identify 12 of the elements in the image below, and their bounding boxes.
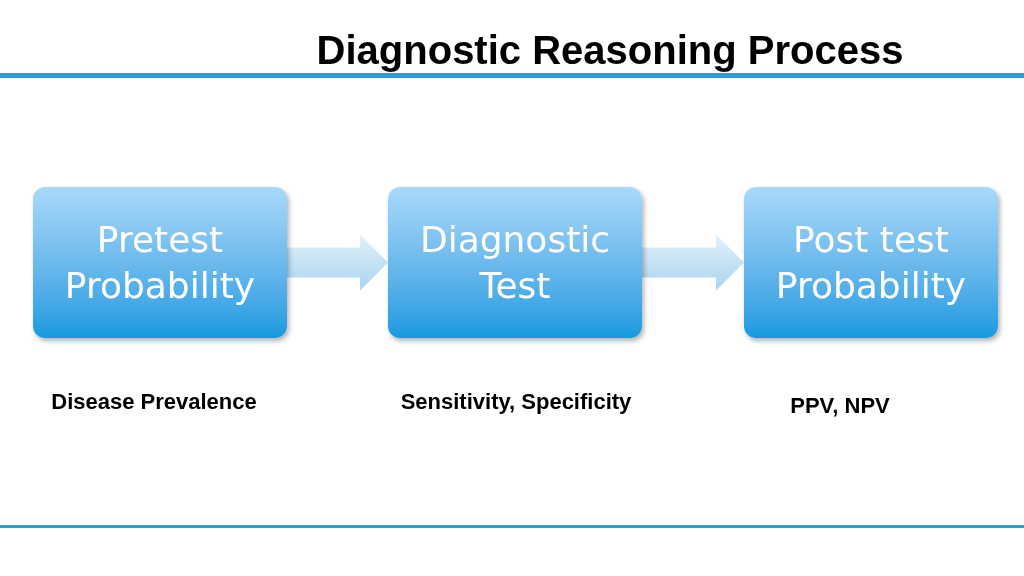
box-label: Pretest Probability [63,217,257,308]
slide-title: Diagnostic Reasoning Process [315,27,905,74]
node-caption: Sensitivity, Specificity [400,388,632,416]
process-box [33,187,287,338]
node-caption: PPV, NPV [790,392,890,420]
process-box [388,187,642,338]
box-label: Diagnostic Test [418,217,612,308]
block-arrow [642,234,744,291]
process-box [744,187,998,338]
block-arrow [287,234,388,291]
box-label: Post test Probability [774,217,968,308]
node-caption: Disease Prevalence [51,388,257,416]
